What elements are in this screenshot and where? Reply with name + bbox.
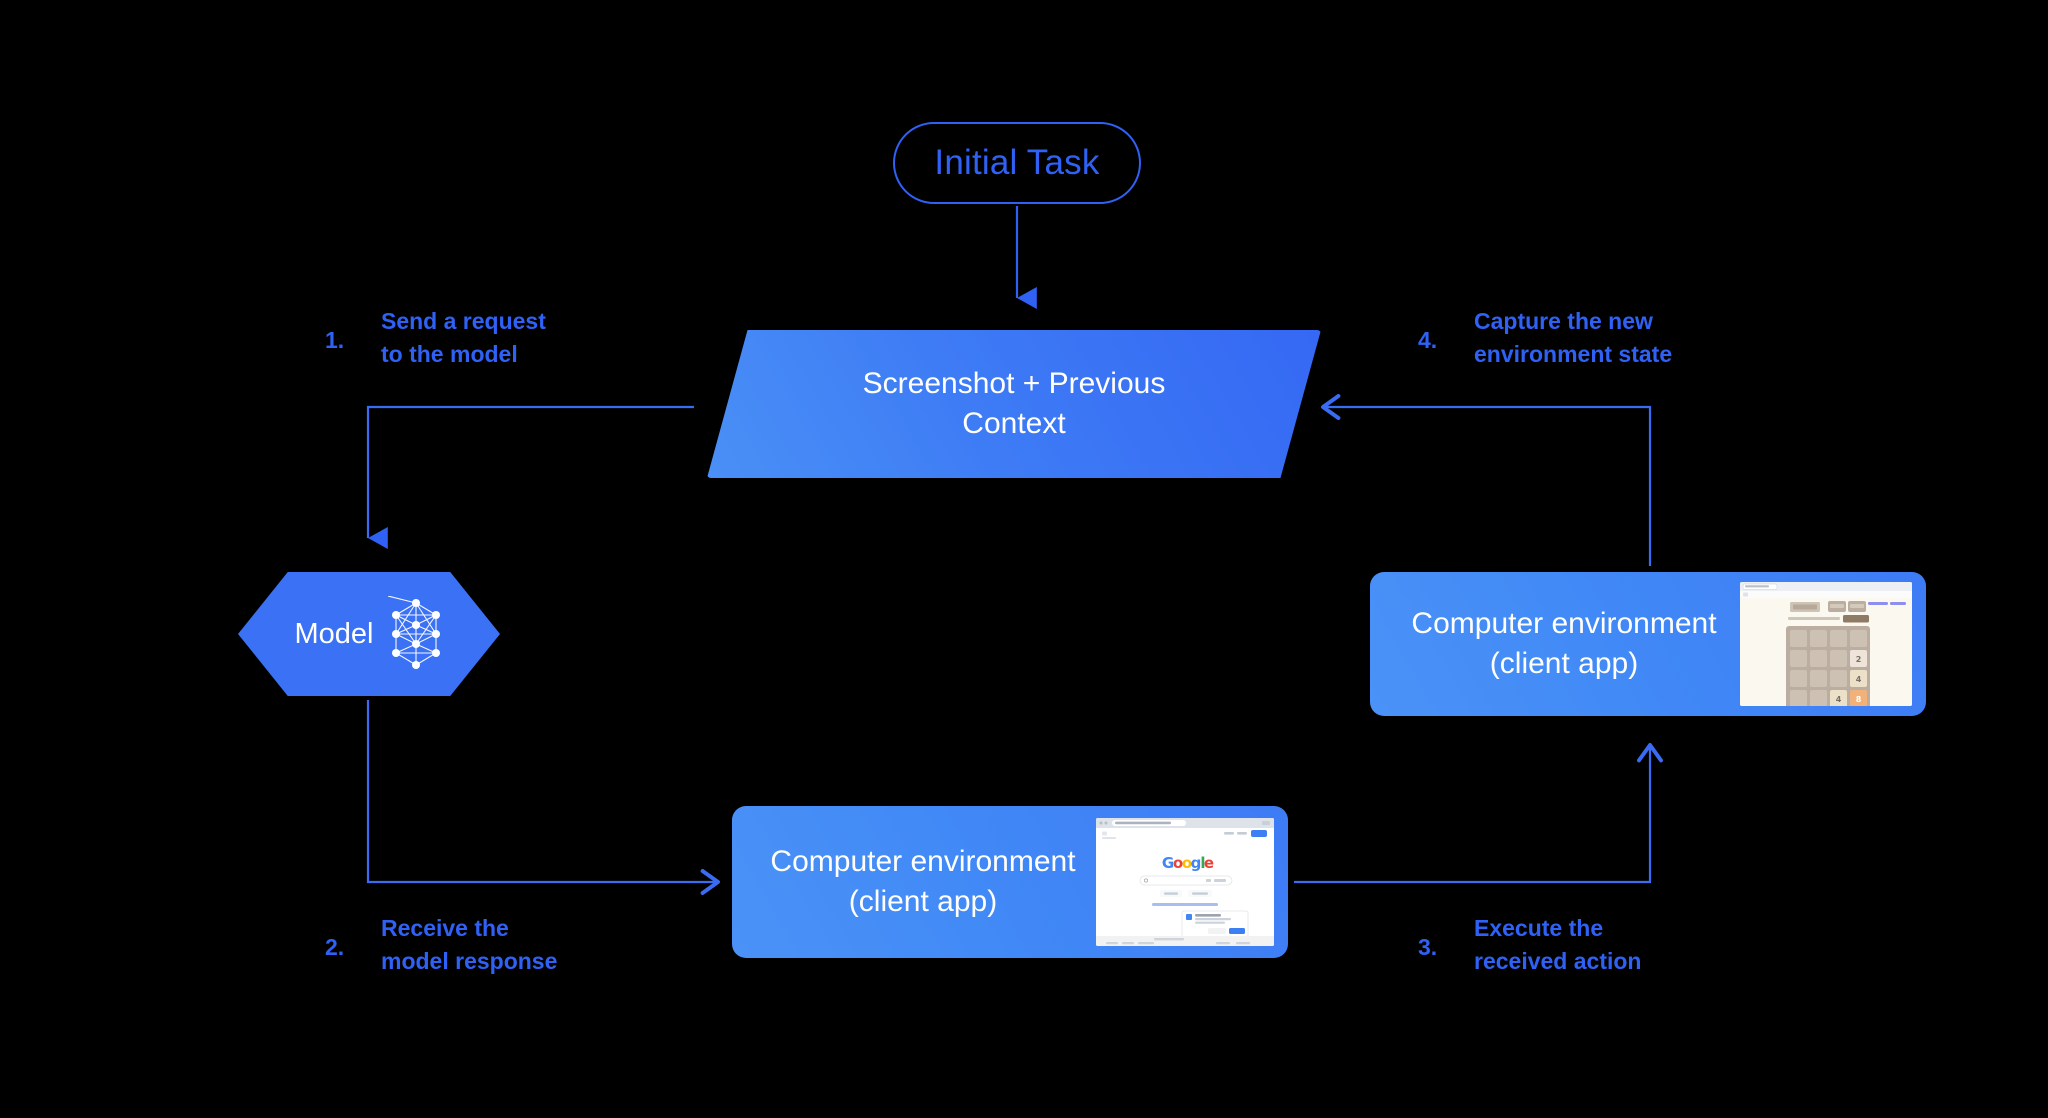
svg-text:2: 2 [1856, 655, 1862, 664]
step-2-text: Receive the model response [381, 915, 558, 974]
model-shape [238, 572, 500, 696]
svg-text:4: 4 [1836, 695, 1842, 704]
step-label-3: 3. Execute the received action [1418, 912, 1641, 977]
node-initial-task[interactable]: Initial Task [893, 122, 1141, 204]
neural-network-icon [387, 596, 440, 669]
env-right-label-group: Computer environment (client app) [1370, 604, 1740, 685]
env-right-line1: Computer environment [1411, 606, 1717, 640]
thumb-2048-grid-cells [1790, 630, 1867, 706]
step-label-4: 4. Capture the new environment state [1418, 305, 1672, 370]
step-4-text: Capture the new environment state [1474, 308, 1673, 367]
svg-text:g: g [1191, 854, 1202, 872]
step-1-text: Send a request to the model [381, 308, 546, 367]
env-bottom-line1: Computer environment [770, 844, 1076, 878]
svg-text:o: o [1182, 854, 1192, 872]
arrow-context-to-model [366, 405, 694, 549]
svg-text:e: e [1204, 854, 1214, 872]
step-2-number: 2. [325, 934, 345, 960]
step-1-number: 1. [325, 327, 345, 353]
svg-text:8: 8 [1856, 695, 1862, 704]
env-bottom-thumbnail[interactable]: G o o g l e [1096, 818, 1274, 946]
google-dialog [1181, 910, 1249, 938]
node-context[interactable]: Screenshot + Previous Context [707, 330, 1321, 478]
arrow-env-right-to-context [1321, 394, 1652, 566]
step-label-2: 2. Receive the model response [325, 912, 557, 977]
thumb-2048-tiles: 2 4 4 8 [1830, 650, 1867, 706]
game-2048-screenshot: 2 4 4 8 [1740, 582, 1912, 706]
google-buttons [1160, 890, 1212, 897]
context-label-line1: Screenshot + Previous [862, 367, 1166, 401]
node-env-right[interactable]: Computer environment (client app) [1370, 572, 1926, 716]
context-shape [707, 330, 1321, 478]
google-search-box [1139, 875, 1233, 886]
step-3-number: 3. [1418, 934, 1438, 960]
thumb-2048-scoreboxes [1828, 601, 1866, 612]
model-label: Model [294, 617, 374, 650]
svg-text:o: o [1173, 854, 1183, 872]
svg-text:G: G [1162, 854, 1174, 872]
google-search-screenshot: G o o g l e [1096, 818, 1274, 946]
context-label-group: Screenshot + Previous Context [707, 330, 1321, 478]
arrow-env-bottom-to-env-right [1294, 743, 1663, 884]
step-label-1: 1. Send a request to the model [325, 305, 546, 370]
node-model[interactable]: Model [238, 572, 500, 696]
env-right-line2: (client app) [1489, 647, 1639, 680]
env-right-thumbnail[interactable]: 2 4 4 8 [1740, 582, 1912, 706]
google-logo: G o o g l e [1162, 854, 1214, 872]
thumb-2048-title [1790, 602, 1820, 612]
step-4-number: 4. [1418, 327, 1438, 353]
env-bottom-label-group: Computer environment (client app) [732, 842, 1096, 923]
arrow-model-to-env-bottom [366, 700, 720, 895]
google-topbar-links [1224, 830, 1267, 837]
node-env-bottom[interactable]: Computer environment (client app) [732, 806, 1288, 958]
step-3-text: Execute the received action [1474, 915, 1642, 974]
env-bottom-line2: (client app) [848, 885, 998, 918]
svg-text:l: l [1200, 854, 1205, 872]
context-label-line2: Context [962, 407, 1066, 440]
svg-text:4: 4 [1856, 675, 1862, 684]
initial-task-label: Initial Task [934, 143, 1100, 182]
